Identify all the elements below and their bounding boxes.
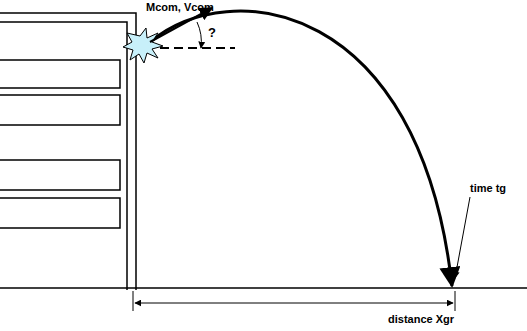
velocity-arrow: [150, 8, 212, 42]
leader-line: [455, 197, 470, 278]
horizontal-reference: [160, 47, 235, 49]
building: [0, 13, 136, 290]
explosion: [123, 28, 163, 63]
time-label: time tg: [470, 182, 506, 195]
dimension-tick: [133, 291, 134, 311]
angle-label: ?: [208, 26, 216, 39]
dimension-label: distance Xgr: [388, 313, 454, 326]
ground: [0, 287, 527, 289]
dimension-tick: [455, 291, 456, 311]
trajectory: [150, 11, 452, 286]
angle-arc: [197, 22, 201, 48]
callout-label: Mcom, Vcom: [146, 1, 214, 14]
dimension-line: [135, 303, 453, 304]
